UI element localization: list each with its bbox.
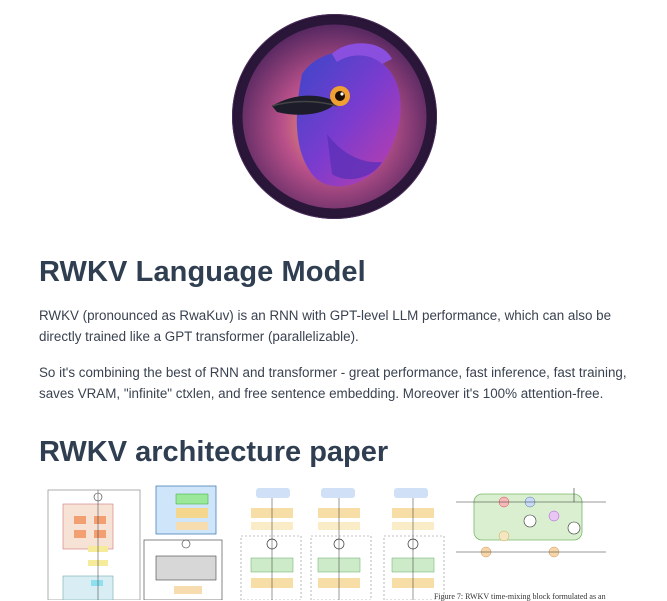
section-heading-architecture: RWKV architecture paper: [39, 436, 389, 468]
raven-logo-icon: [234, 16, 435, 217]
page-title: RWKV Language Model: [39, 256, 366, 288]
token-pipeline: [240, 488, 445, 600]
intro-paragraph-2: So it's combining the best of RNN and tr…: [39, 365, 627, 401]
time-mixing-block: [456, 488, 606, 558]
intro-paragraph-1: RWKV (pronounced as RwaKuv) is an RNN wi…: [39, 308, 612, 344]
figure-caption: Figure 7: RWKV time-mixing block formula…: [434, 592, 606, 601]
block-diagram-left: [47, 489, 141, 600]
architecture-figure: [46, 484, 646, 600]
block-diagram-head: [143, 485, 223, 600]
raven-logo: [232, 14, 437, 219]
